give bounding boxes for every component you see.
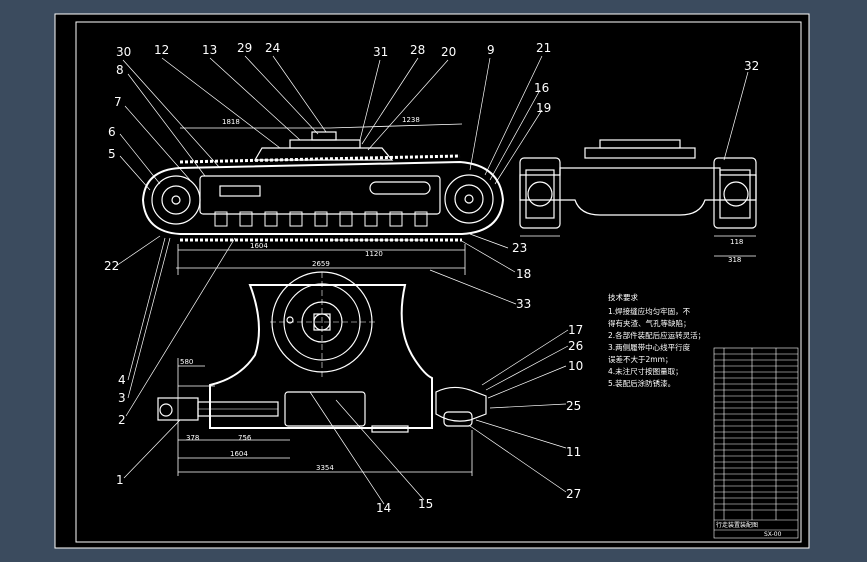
callout-5: 5 [108, 147, 116, 161]
dim-bottom-left: 1604 [230, 450, 248, 458]
callout-27: 27 [566, 487, 581, 501]
callout-11: 11 [566, 445, 581, 459]
callout-25: 25 [566, 399, 581, 413]
notes-line-2: 得有夹渣、气孔等缺陷； [608, 318, 691, 328]
notes-line-7: 5.装配后涂防锈漆。 [608, 378, 675, 388]
crawler-side-view [141, 123, 505, 275]
callout-15: 15 [418, 497, 433, 511]
callout-1: 1 [116, 473, 124, 487]
callout-32: 32 [744, 59, 759, 73]
title-block-code: SX-00 [764, 531, 782, 538]
dim-top-right: 1238 [402, 116, 420, 124]
dim-bottom-s1: 580 [180, 358, 193, 366]
callout-23: 23 [512, 241, 527, 255]
notes-line-4: 3.两侧履带中心线平行度 [608, 342, 691, 352]
dim-bottom-s3: 756 [238, 434, 252, 442]
dim-bottom-total: 3354 [316, 464, 334, 472]
notes-line-6: 4.未注尺寸按图量取； [608, 366, 683, 376]
notes-line-5: 误差不大于2mm； [608, 354, 672, 364]
callout-29: 29 [237, 41, 252, 55]
callout-24: 24 [265, 41, 280, 55]
dim-under-left: 1604 [250, 242, 268, 250]
callout-18: 18 [516, 267, 531, 281]
parts-list [713, 347, 799, 539]
callout-20: 20 [441, 45, 456, 59]
callout-30: 30 [116, 45, 131, 59]
technical-notes: 技术要求 1.焊接缝应均匀牢固，不 得有夹渣、气孔等缺陷； 2.各部件装配后应运… [608, 292, 705, 388]
crawler-end-section [519, 139, 757, 257]
callout-10: 10 [568, 359, 583, 373]
dim-side-right: 318 [728, 256, 741, 264]
callout-9: 9 [487, 43, 495, 57]
dim-top-left: 1818 [222, 118, 240, 126]
leader-lines [115, 55, 749, 505]
dimension-values: 1818 1238 1604 1120 2659 118 318 580 378… [180, 116, 743, 472]
crawler-plan-view [157, 271, 487, 476]
callout-22: 22 [104, 259, 119, 273]
callout-28: 28 [410, 43, 425, 57]
notes-line-3: 2.各部件装配后应运转灵活； [608, 330, 705, 340]
callout-6: 6 [108, 125, 116, 139]
dim-bottom-s2: 378 [186, 434, 199, 442]
dim-under-mid: 1120 [365, 250, 383, 258]
callout-21: 21 [536, 41, 551, 55]
notes-line-1: 1.焊接缝应均匀牢固，不 [608, 306, 691, 316]
dim-side-height: 118 [730, 238, 743, 246]
callout-19: 19 [536, 101, 551, 115]
dim-overall: 2659 [312, 260, 330, 268]
callout-12: 12 [154, 43, 169, 57]
callout-26: 26 [568, 339, 583, 353]
callout-16: 16 [534, 81, 549, 95]
title-block-title: 行走装置装配图 [716, 521, 758, 529]
callout-3: 3 [118, 391, 126, 405]
callout-33: 33 [516, 297, 531, 311]
inner-border [75, 21, 802, 543]
callout-labels: 30 12 13 29 24 31 28 20 9 21 16 19 8 7 6… [104, 41, 759, 515]
title-block-text: 行走装置装配图 SX-00 [716, 521, 782, 538]
callout-8: 8 [116, 63, 124, 77]
callout-13: 13 [202, 43, 217, 57]
callout-14: 14 [376, 501, 391, 515]
callout-17: 17 [568, 323, 583, 337]
notes-heading: 技术要求 [608, 292, 638, 302]
callout-31: 31 [373, 45, 388, 59]
callout-2: 2 [118, 413, 126, 427]
callout-7: 7 [114, 95, 122, 109]
callout-4: 4 [118, 373, 126, 387]
drawing-sheet [54, 13, 810, 549]
